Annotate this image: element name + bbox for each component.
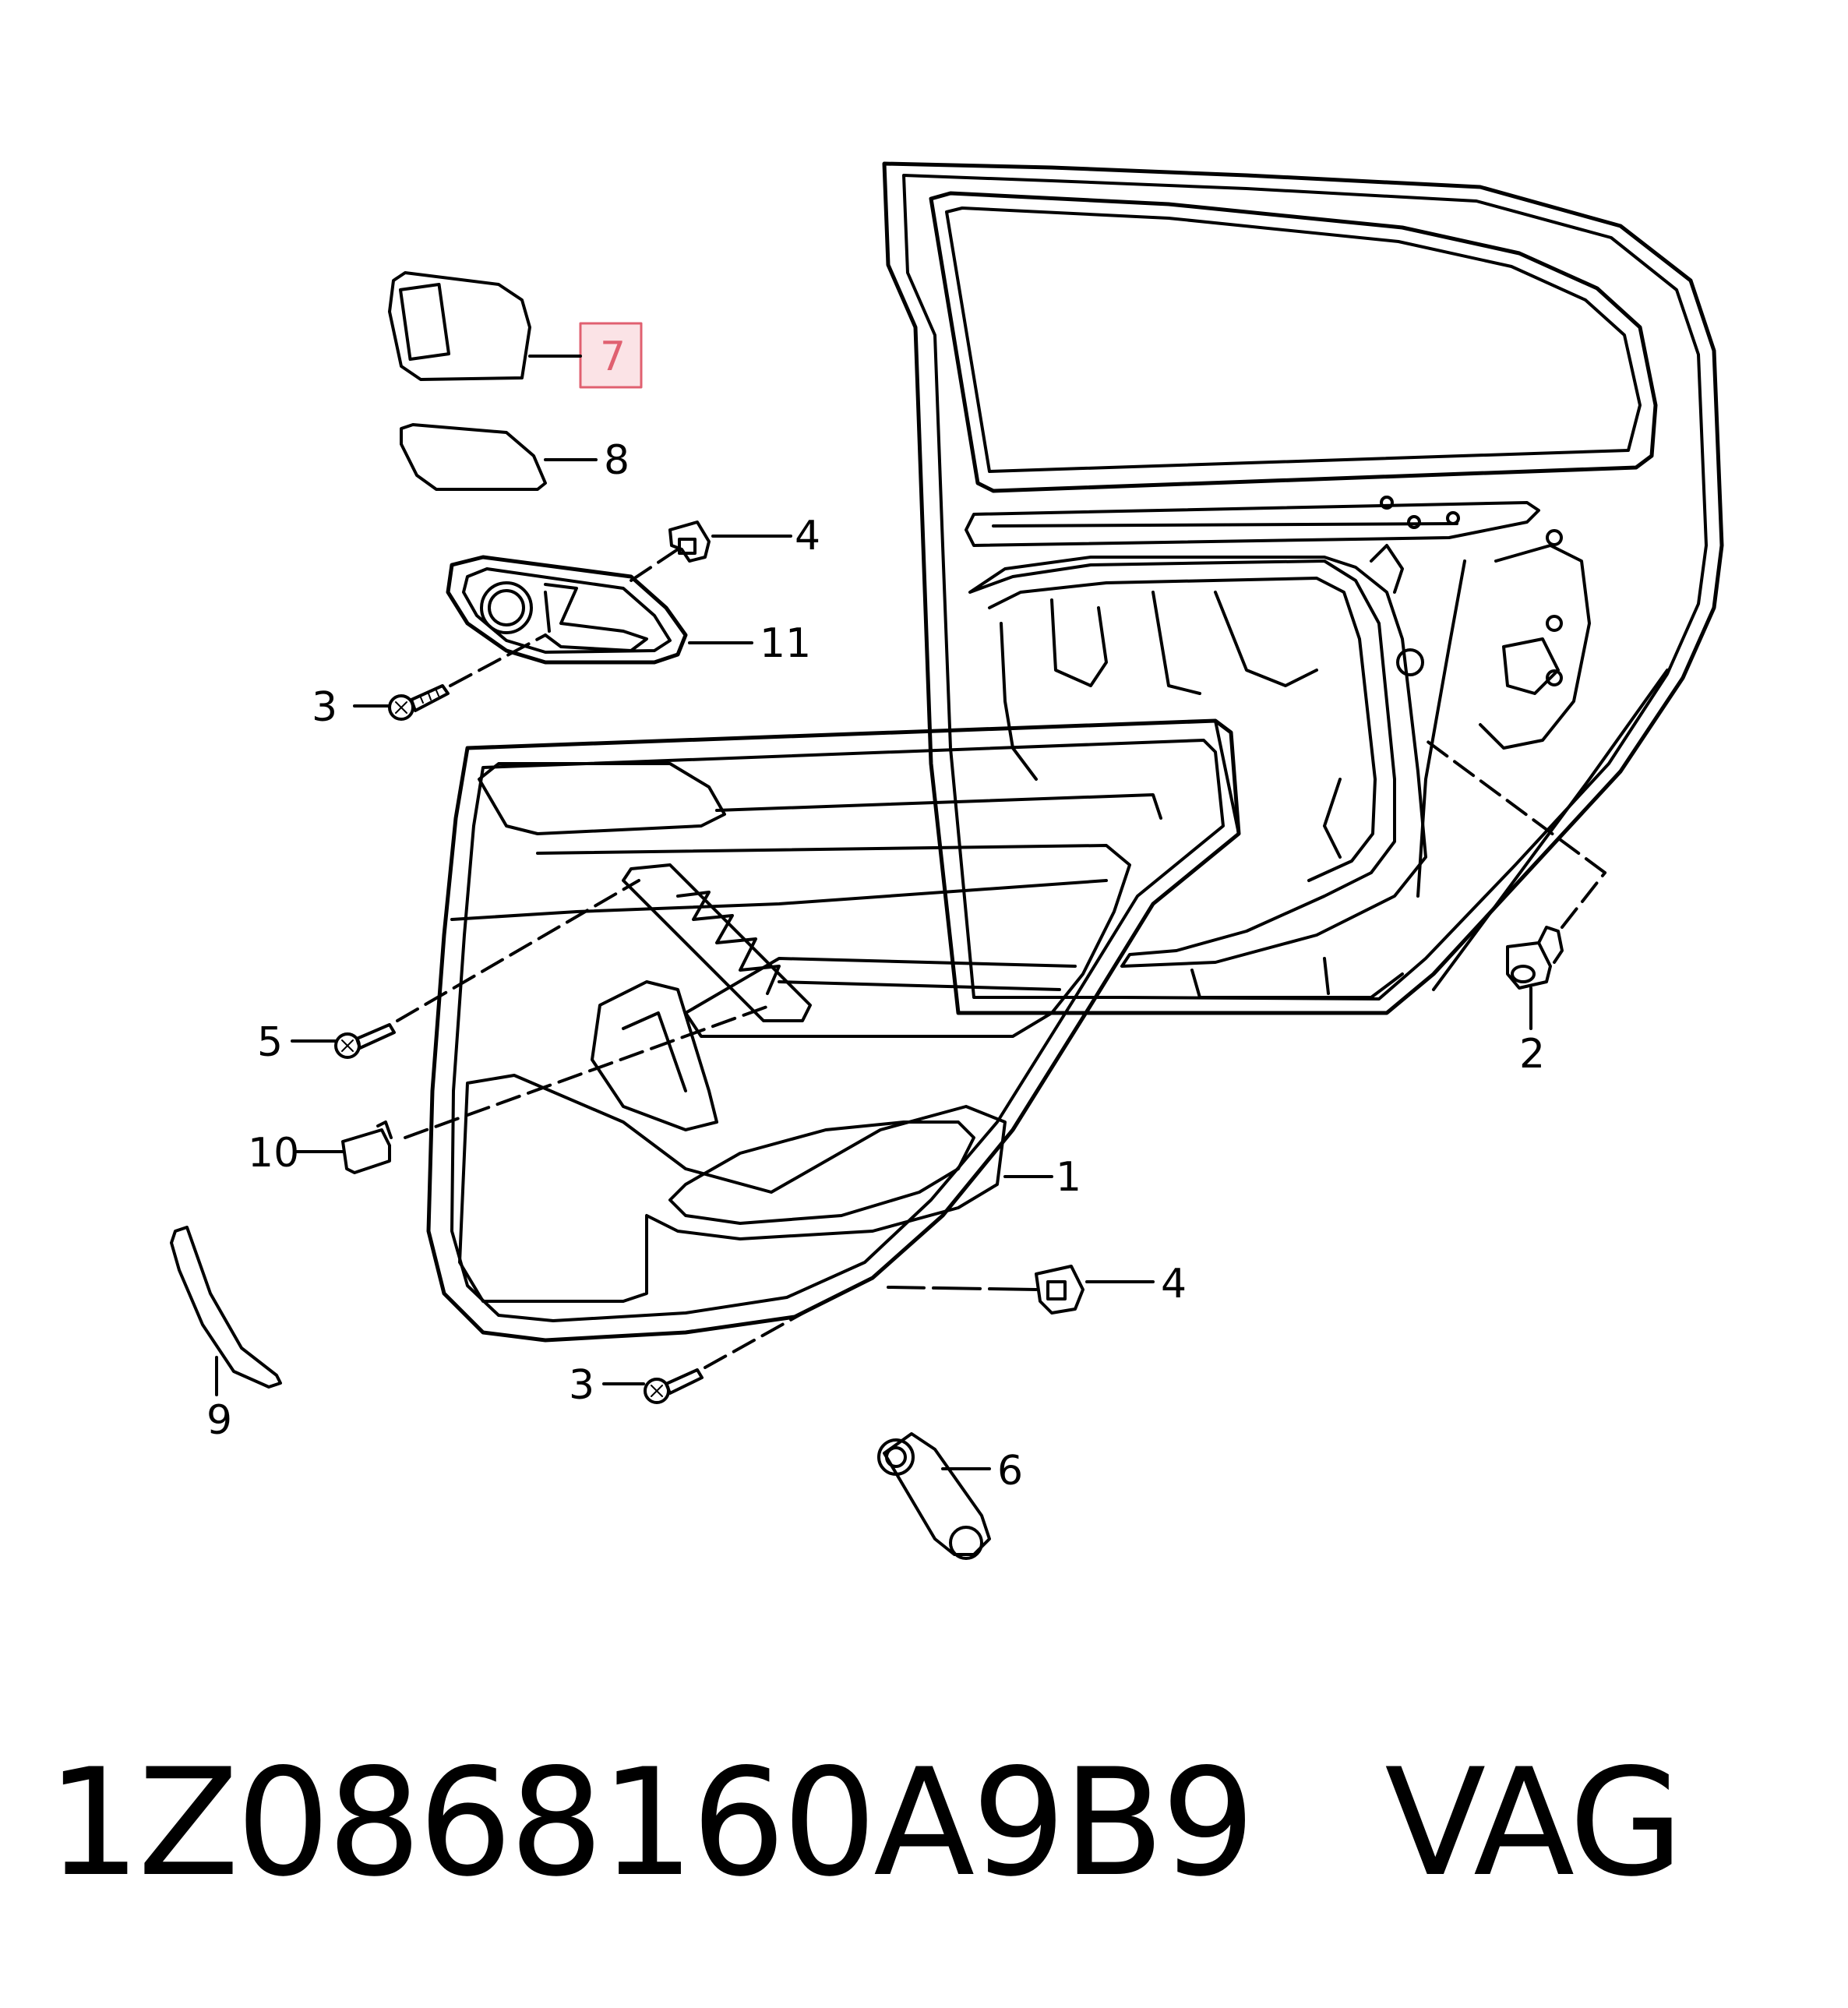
callout-7: 7 xyxy=(600,333,626,380)
part-number: 1Z0868160A9B9 xyxy=(47,1737,1255,1909)
callout-5: 5 xyxy=(257,1019,283,1066)
callout-4-upper: 4 xyxy=(795,513,820,559)
part-10-clip xyxy=(294,1004,773,1174)
part-3-screw-lower xyxy=(602,1307,812,1404)
callout-3-lower: 3 xyxy=(569,1362,594,1409)
part-3-screw-upper xyxy=(353,633,547,721)
callout-10: 10 xyxy=(248,1130,299,1177)
callout-3-upper: 3 xyxy=(312,684,337,731)
footer-caption: 1Z0868160A9B9 VAG xyxy=(47,1737,1684,1909)
callout-4-lower: 4 xyxy=(1161,1261,1187,1307)
part-5-screw xyxy=(291,879,640,1059)
callout-11: 11 xyxy=(760,620,811,667)
door-shell xyxy=(882,161,1724,1015)
callout-8: 8 xyxy=(604,437,630,484)
door-trim-panel xyxy=(426,718,1241,1343)
part-11-handle xyxy=(446,555,753,665)
callout-9: 9 xyxy=(206,1397,232,1444)
part-4-clip-lower xyxy=(887,1265,1155,1315)
callout-1: 1 xyxy=(1056,1154,1081,1201)
callout-2: 2 xyxy=(1519,1031,1545,1078)
brand-name: VAG xyxy=(1384,1737,1684,1909)
part-2-clip xyxy=(1424,739,1606,1030)
part-9-strip xyxy=(170,1226,282,1396)
part-6-crank xyxy=(877,1432,991,1560)
part-8-cover xyxy=(400,423,598,491)
part-4-clip-upper xyxy=(630,521,792,582)
part-7-bezel xyxy=(388,271,643,389)
callout-6: 6 xyxy=(997,1448,1023,1495)
